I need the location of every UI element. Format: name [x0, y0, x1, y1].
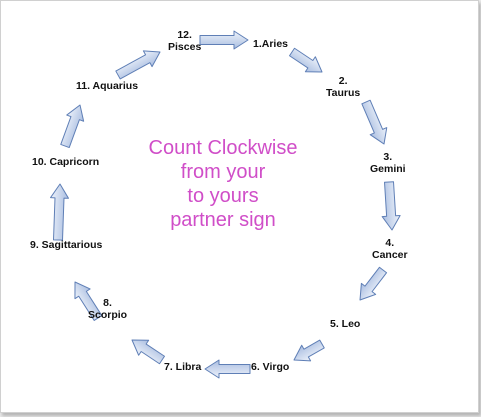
arrow-gemini-to-cancer — [381, 181, 401, 231]
cycle-arrows — [50, 30, 401, 379]
arrow-sagittarius-to-capricorn — [50, 183, 69, 241]
arrow-leo-to-virgo — [293, 339, 325, 362]
sign-label-gemini: 3.Gemini — [370, 151, 406, 175]
center-text-line-4: partner sign — [170, 209, 276, 231]
sign-label-sagittarius: 9. Sagittarious — [30, 239, 103, 251]
sign-label-capricorn: 10. Capricorn — [32, 156, 100, 168]
sign-label-aries: 1.Aries — [253, 38, 289, 50]
arrow-pisces-to-aries — [199, 30, 249, 50]
center-text-line-3: to yours — [187, 185, 259, 207]
sign-label-scorpio: 8.Scorpio — [88, 297, 128, 321]
sign-label-virgo: 6. Virgo — [251, 361, 290, 373]
sign-label-pisces: 12.Pisces — [168, 29, 202, 53]
center-instruction-text: Count Clockwise from your to yours partn… — [118, 136, 328, 232]
sign-label-leo: 5. Leo — [330, 318, 361, 330]
sign-label-aquarius: 11. Aquarius — [76, 80, 139, 92]
arrow-aquarius-to-pisces — [115, 50, 161, 80]
arrow-aries-to-taurus — [289, 47, 323, 73]
arrow-virgo-to-libra — [204, 359, 251, 379]
center-text-line-1: Count Clockwise — [148, 137, 298, 159]
center-text-line-2: from your — [180, 161, 266, 183]
arrow-capricorn-to-aquarius — [60, 104, 85, 149]
arrow-libra-to-scorpio — [131, 339, 165, 365]
sign-label-cancer: 4.Cancer — [372, 237, 408, 261]
arrow-scorpio-to-sagittarius — [74, 281, 103, 321]
arrow-cancer-to-leo — [359, 266, 388, 301]
arrow-taurus-to-gemini — [361, 99, 388, 145]
sign-label-taurus: 2.Taurus — [326, 75, 361, 99]
sign-label-libra: 7. Libra — [164, 361, 202, 373]
